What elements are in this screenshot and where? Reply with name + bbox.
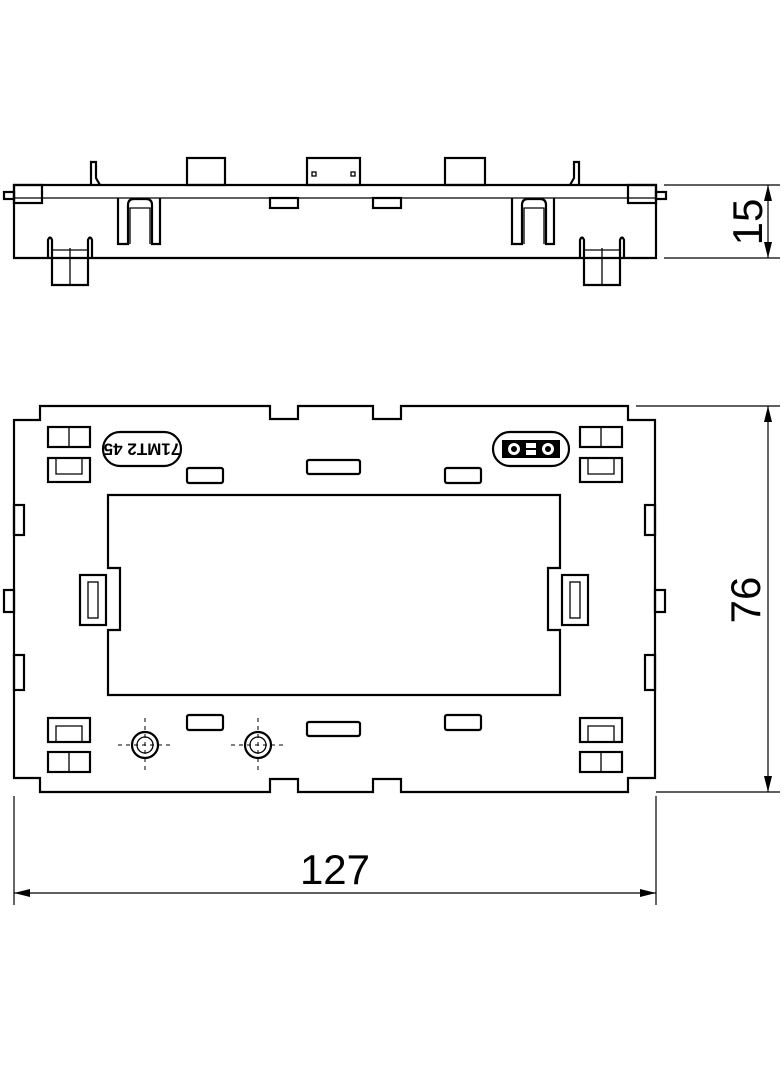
dimension-depth: 76 — [636, 405, 780, 793]
screw-symbols — [118, 718, 285, 772]
obo-logo — [491, 430, 571, 468]
dimension-width: 127 — [13, 796, 657, 905]
part-label: 71MT2 45 — [104, 440, 181, 459]
dimension-height-label: 15 — [724, 199, 771, 246]
side-view — [2, 156, 668, 287]
top-view: 71MT2 45 — [2, 404, 667, 794]
dimension-height: 15 — [664, 184, 780, 259]
part-label-badge: 71MT2 45 — [101, 430, 183, 468]
corner-clips — [46, 425, 624, 774]
dimension-width-label: 127 — [300, 846, 370, 893]
dimension-depth-label: 76 — [722, 577, 769, 624]
